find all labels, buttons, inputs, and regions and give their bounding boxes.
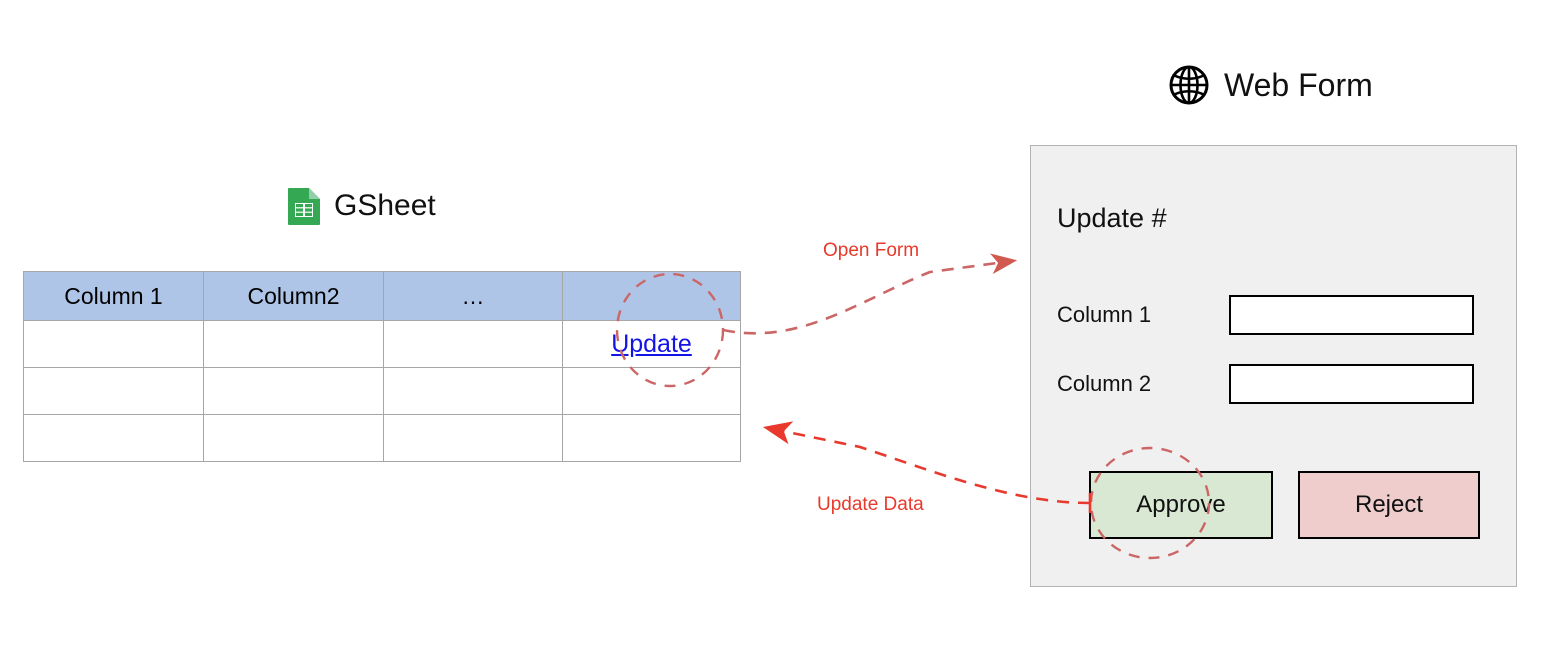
gsheet-table: Column 1 Column2 … Update bbox=[23, 271, 741, 462]
table-header-cell-2: Column2 bbox=[203, 271, 384, 321]
table-header-row: Column 1 Column2 … bbox=[23, 271, 741, 321]
column-1-input[interactable] bbox=[1229, 295, 1474, 335]
field-label-column-1: Column 1 bbox=[1057, 302, 1152, 327]
web-form-panel: Update # Column 1 Column 2 Approve Rejec… bbox=[1030, 145, 1517, 587]
table-cell bbox=[383, 367, 563, 415]
table-row bbox=[23, 414, 741, 462]
table-cell bbox=[203, 414, 384, 462]
table-cell bbox=[23, 414, 204, 462]
form-field-row-column-1: Column 1 bbox=[1057, 294, 1497, 336]
table-cell bbox=[23, 367, 204, 415]
table-cell bbox=[562, 367, 741, 415]
arrow-label-update-data: Update Data bbox=[817, 494, 924, 515]
table-cell bbox=[383, 414, 563, 462]
table-cell bbox=[203, 320, 384, 368]
table-row bbox=[23, 367, 741, 415]
web-form-title-label: Web Form bbox=[1224, 67, 1373, 103]
table-header-cell-4 bbox=[562, 271, 741, 321]
gsheet-title-label: GSheet bbox=[334, 189, 436, 222]
table-cell bbox=[562, 414, 741, 462]
table-cell bbox=[203, 367, 384, 415]
table-cell bbox=[23, 320, 204, 368]
column-2-input[interactable] bbox=[1229, 364, 1474, 404]
globe-icon bbox=[1168, 64, 1210, 106]
table-row: Update bbox=[23, 320, 741, 368]
approve-button[interactable]: Approve bbox=[1089, 471, 1273, 539]
form-field-row-column-2: Column 2 bbox=[1057, 363, 1497, 405]
form-heading: Update # bbox=[1057, 203, 1167, 233]
arrow-open-form bbox=[722, 253, 1018, 335]
field-label-column-2: Column 2 bbox=[1057, 371, 1152, 396]
web-form-title: Web Form bbox=[1168, 64, 1373, 106]
reject-button[interactable]: Reject bbox=[1298, 471, 1480, 539]
arrow-label-open-form: Open Form bbox=[823, 240, 920, 261]
table-header-cell-3: … bbox=[383, 271, 563, 321]
gsheet-icon bbox=[286, 186, 322, 226]
table-cell bbox=[383, 320, 563, 368]
table-header-cell-1: Column 1 bbox=[23, 271, 204, 321]
gsheet-title: GSheet bbox=[286, 186, 436, 226]
update-link[interactable]: Update bbox=[611, 329, 692, 358]
table-cell-update: Update bbox=[562, 320, 741, 368]
